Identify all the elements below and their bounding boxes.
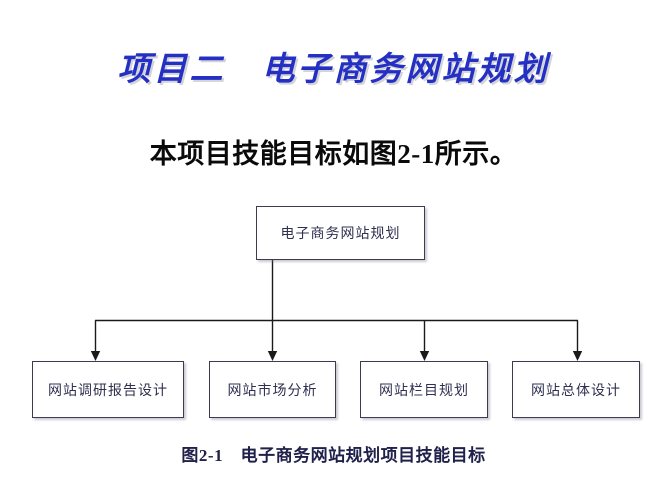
arrowhead-1: [267, 351, 278, 361]
arrowhead-3: [572, 351, 583, 361]
diagram-node-child-1-label: 网站市场分析: [227, 383, 318, 399]
diagram-node-child-3: 网站总体设计: [512, 361, 640, 418]
figure-caption: 图2-1 电子商务网站规划项目技能目标: [181, 446, 486, 465]
diagram-node-child-3-label: 网站总体设计: [531, 383, 621, 399]
diagram-node-child-0-label: 网站调研报告设计: [48, 383, 168, 399]
slide-subtitle: 本项目技能目标如图2-1所示。: [149, 139, 518, 169]
diagram-node-child-1: 网站市场分析: [209, 361, 336, 418]
slide-heading: 项目二 电子商务网站规划: [117, 52, 550, 88]
diagram-node-child-0: 网站调研报告设计: [32, 361, 184, 418]
diagram-node-root: 电子商务网站规划: [256, 206, 425, 260]
diagram-node-child-2-label: 网站栏目规划: [379, 383, 469, 399]
arrowhead-2: [419, 351, 430, 361]
diagram-node-root-label: 电子商务网站规划: [280, 227, 401, 242]
arrowhead-0: [90, 351, 101, 361]
diagram-node-child-2: 网站栏目规划: [360, 361, 488, 418]
